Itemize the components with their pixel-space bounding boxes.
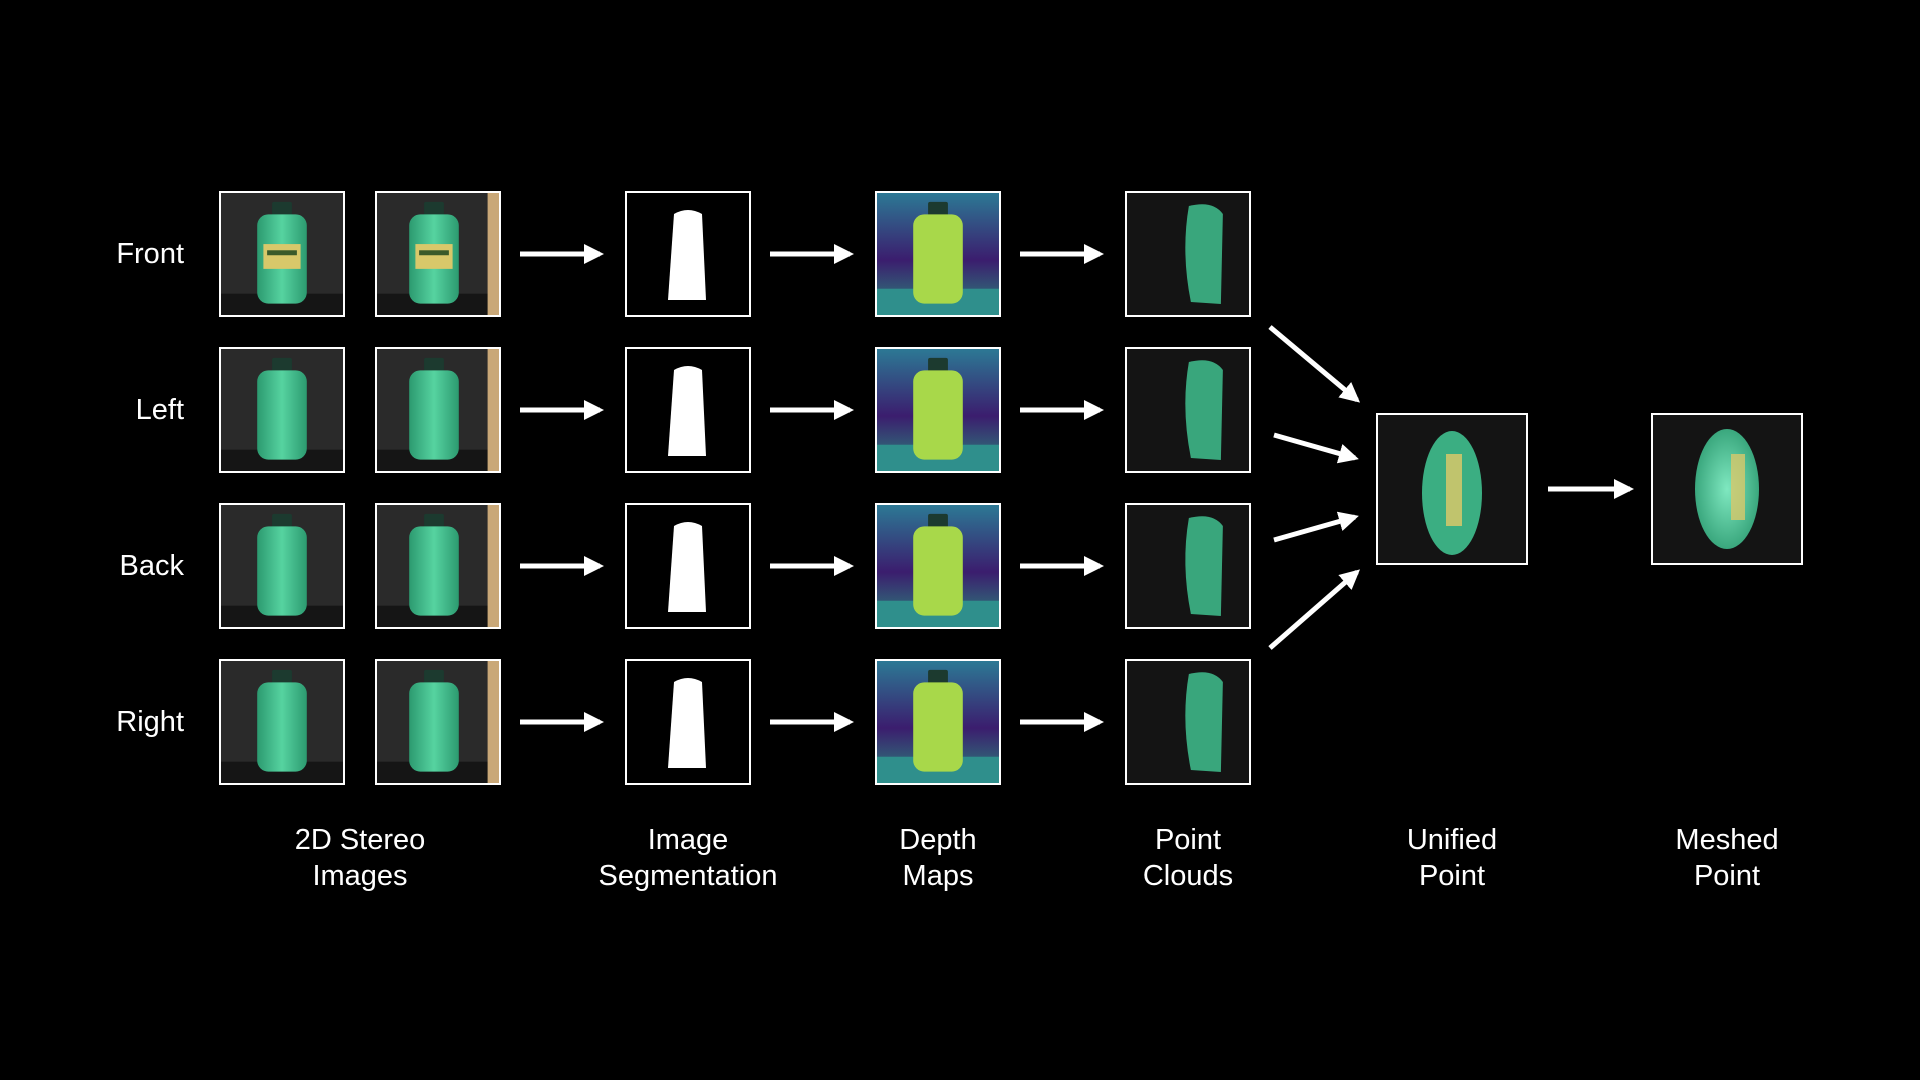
stereo-image-front-2 [375,191,501,317]
row-label-left: Left [135,394,184,426]
unified-point-cloud [1376,413,1528,565]
depth-map-front [875,191,1001,317]
stereo-image-back-2 [375,503,501,629]
segmentation-mask-front [625,191,751,317]
column-label-line2: Point [1693,860,1761,892]
column-label-line2: Segmentation [598,860,778,892]
column-label-segmentation: Image Segmentation [568,822,808,894]
column-label-line2: Images [312,860,408,892]
point-cloud-right [1125,659,1251,785]
column-label-line1: Unified [1406,824,1498,856]
stereo-image-left-2 [375,347,501,473]
column-label-line1: Depth [899,824,977,856]
converge-arrow-4 [1268,569,1361,650]
stereo-image-front-1 [219,191,345,317]
row-label-back: Back [119,550,184,582]
stereo-image-back-1 [219,503,345,629]
depth-map-left [875,347,1001,473]
column-label-line2: Clouds [1142,860,1234,892]
stereo-image-right-1 [219,659,345,785]
converge-arrow-3 [1273,511,1359,543]
converge-arrow-1 [1268,325,1361,403]
converge-arrow-2 [1273,432,1359,464]
column-label-unified-point: Unified Point [1332,822,1572,894]
column-label-line2: Point [1418,860,1486,892]
column-label-depth-maps: Depth Maps [818,822,1058,894]
column-label-line1: Point [1154,824,1222,856]
column-label-meshed-point: Meshed Point [1607,822,1847,894]
stereo-image-left-1 [219,347,345,473]
point-cloud-left [1125,347,1251,473]
point-cloud-front [1125,191,1251,317]
stereo-image-right-2 [375,659,501,785]
column-label-point-clouds: Point Clouds [1068,822,1308,894]
meshed-point-cloud [1651,413,1803,565]
column-label-line1: 2D Stereo [294,824,426,856]
column-label-line1: Meshed [1675,824,1779,856]
depth-map-right [875,659,1001,785]
segmentation-mask-back [625,503,751,629]
row-label-front: Front [116,238,184,270]
row-label-right: Right [116,706,184,738]
column-label-line2: Maps [902,860,974,892]
depth-map-back [875,503,1001,629]
column-label-line1: Image [647,824,729,856]
column-label-stereo-images: 2D Stereo Images [240,822,480,894]
segmentation-mask-left [625,347,751,473]
point-cloud-back [1125,503,1251,629]
segmentation-mask-right [625,659,751,785]
